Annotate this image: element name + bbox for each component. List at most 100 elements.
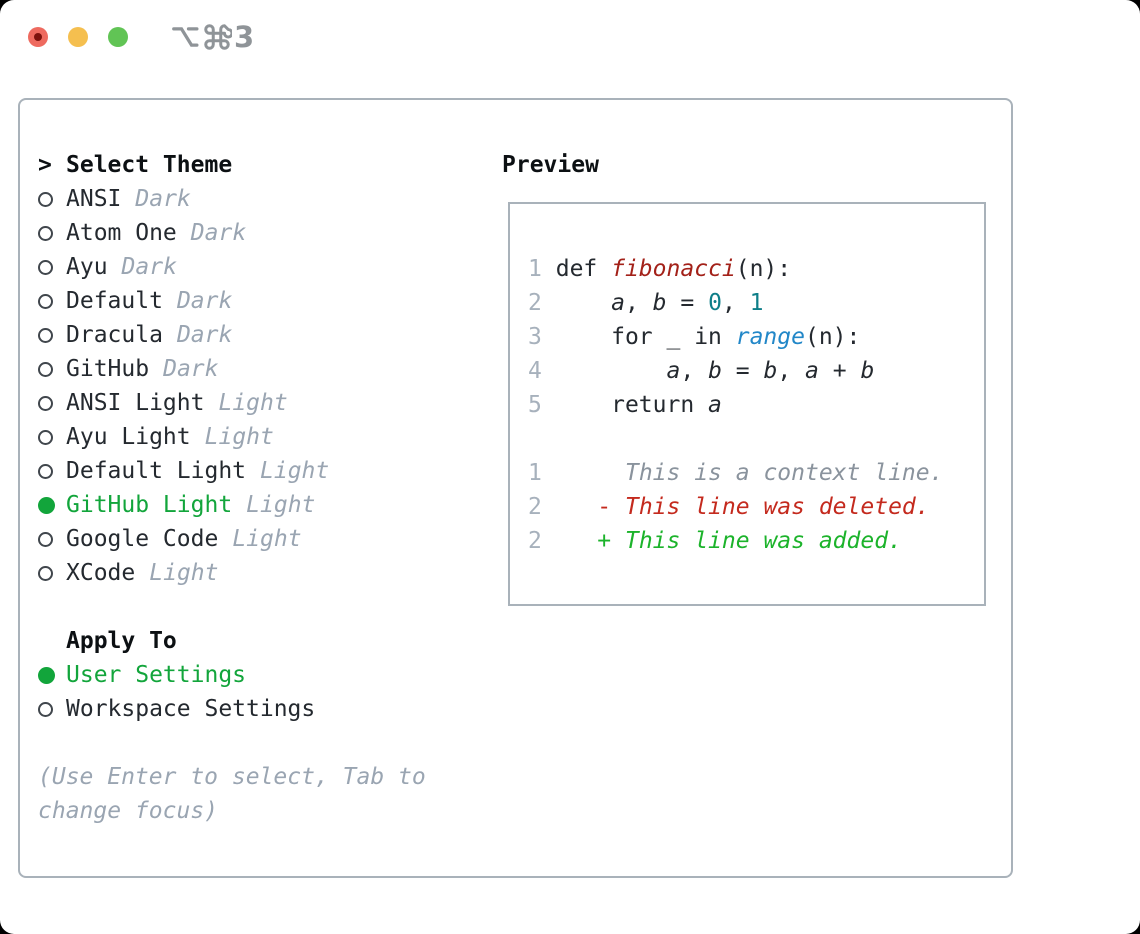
theme-option-variant: Dark xyxy=(190,220,247,246)
theme-option[interactable]: ANSI Light Light xyxy=(38,386,458,420)
diff-line-context: 1 This is a context line. xyxy=(528,456,984,490)
code-segment: a xyxy=(666,358,681,384)
theme-option-label: Default xyxy=(66,288,163,314)
code-segment: , xyxy=(721,290,750,316)
radio-circle xyxy=(38,293,53,309)
code-segment: fibonacci xyxy=(611,256,736,282)
code-segment: = xyxy=(721,358,764,384)
code-segment xyxy=(556,290,611,316)
code-segment: , xyxy=(680,358,709,384)
apply-to-header-row: Apply To xyxy=(38,624,458,658)
theme-option-variant: Light xyxy=(204,424,274,450)
code-segment: + xyxy=(818,358,861,384)
apply-to-title: Apply To xyxy=(66,628,177,654)
diff-line-deleted: 2 - This line was deleted. xyxy=(528,490,984,524)
line-number: 4 xyxy=(528,358,542,384)
code-line: 3 for _ in range(n): xyxy=(528,320,984,354)
hint-text: (Use Enter to select, Tab to change focu… xyxy=(38,764,426,824)
theme-option-variant: Dark xyxy=(135,186,191,212)
theme-option[interactable]: Ayu Light Light xyxy=(38,420,458,454)
radio-circle xyxy=(38,395,53,411)
diff-text: This line was added. xyxy=(624,528,902,554)
theme-option-label: ANSI Light xyxy=(66,390,205,416)
theme-option-variant: Dark xyxy=(121,254,177,280)
line-number: 3 xyxy=(528,324,542,350)
line-number: 1 xyxy=(528,256,542,282)
option-key-icon xyxy=(172,27,199,47)
theme-option-label: Ayu xyxy=(66,254,108,280)
radio-circle xyxy=(38,327,53,343)
theme-picker-header-row: > Select Theme xyxy=(38,148,458,182)
window-title: 3 xyxy=(170,20,255,54)
theme-option[interactable]: GitHub Light Light xyxy=(38,488,458,522)
window-title-number: 3 xyxy=(234,20,255,54)
radio-icon xyxy=(38,531,66,547)
apply-to-option[interactable]: Workspace Settings xyxy=(38,692,458,726)
code-segment: b xyxy=(652,290,667,316)
radio-selected-icon xyxy=(38,666,66,684)
theme-option-label: Ayu Light xyxy=(66,424,191,450)
code-segment: for _ in xyxy=(555,324,736,350)
diff-text: This is a context line. xyxy=(624,460,944,486)
radio-icon xyxy=(38,565,66,581)
minimize-button[interactable] xyxy=(68,27,88,47)
radio-icon xyxy=(38,327,66,343)
line-number: 5 xyxy=(528,392,542,418)
theme-option-variant: Dark xyxy=(163,356,219,382)
theme-option-variant: Light xyxy=(218,390,288,416)
close-button[interactable] xyxy=(28,27,48,47)
radio-circle xyxy=(38,496,55,514)
theme-option[interactable]: Default Light Light xyxy=(38,454,458,488)
theme-option-variant: Light xyxy=(232,526,302,552)
code-segment: a xyxy=(805,358,819,384)
code-segment: (n): xyxy=(804,324,861,350)
code-segment: (n): xyxy=(735,256,792,282)
radio-icon xyxy=(38,463,66,479)
code-segment: range xyxy=(735,324,805,350)
theme-option-label: GitHub xyxy=(66,356,150,382)
diff-line-added: 2 + This line was added. xyxy=(528,524,984,558)
theme-option-label: GitHub Light xyxy=(66,492,233,518)
zoom-button[interactable] xyxy=(108,27,128,47)
radio-icon xyxy=(38,429,66,445)
theme-option-variant: Light xyxy=(246,492,316,518)
radio-circle xyxy=(38,191,53,207)
theme-option[interactable]: GitHub Dark xyxy=(38,352,458,386)
code-segment: b xyxy=(708,358,722,384)
apply-to-option-label: User Settings xyxy=(66,662,247,688)
code-line: 1 def fibonacci(n): xyxy=(528,252,984,286)
line-number: 2 xyxy=(528,290,542,316)
theme-option-variant: Light xyxy=(260,458,330,484)
theme-option-label: Default Light xyxy=(66,458,247,484)
theme-option-label: Dracula xyxy=(66,322,163,348)
radio-icon xyxy=(38,293,66,309)
radio-icon xyxy=(38,361,66,377)
radio-circle xyxy=(38,361,53,377)
radio-icon xyxy=(38,225,66,241)
code-line: 5 return a xyxy=(528,388,984,422)
theme-option[interactable]: Ayu Dark xyxy=(38,250,458,284)
line-number: 2 xyxy=(528,528,542,554)
theme-option[interactable]: ANSI Dark xyxy=(38,182,458,216)
radio-circle xyxy=(38,225,53,241)
radio-circle xyxy=(38,701,53,717)
line-number: 1 xyxy=(528,460,542,486)
code-segment: a xyxy=(611,290,625,316)
radio-circle xyxy=(38,259,53,275)
radio-circle xyxy=(38,666,55,684)
apply-to-option-label: Workspace Settings xyxy=(66,696,316,722)
apply-to-option[interactable]: User Settings xyxy=(38,658,458,692)
radio-icon xyxy=(38,191,66,207)
radio-circle xyxy=(38,429,53,445)
theme-option-label: ANSI xyxy=(66,186,122,212)
